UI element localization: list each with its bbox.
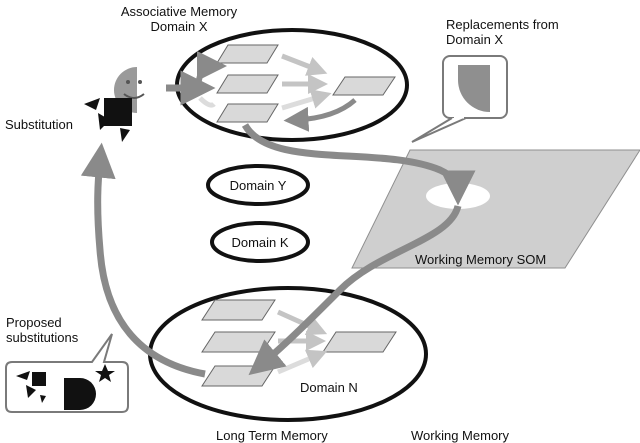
proposed-shape-fragment-icon [16, 371, 46, 403]
long-term-memory-label: Long Term Memory [216, 428, 328, 443]
domain-n-sheet-2 [201, 331, 276, 353]
faint-entry-arrow [198, 96, 216, 108]
domain-x-arrow-4 [283, 98, 357, 132]
domain-n-sheet-4 [201, 365, 276, 387]
domain-x-sheet-2 [216, 74, 279, 94]
proposed-line1: Proposed [6, 315, 62, 330]
domain-k-label: Domain K [231, 235, 289, 250]
replacements-title: Replacements from Domain X [446, 17, 559, 47]
replacements-line1: Replacements from [446, 17, 559, 32]
som-to-domain-n-arrow [248, 204, 462, 376]
curved-entry-arrow [195, 51, 227, 87]
domain-x-sheet-3 [332, 76, 396, 96]
domain-y-ellipse [206, 164, 310, 206]
proposed-substitutions-callout [5, 333, 129, 413]
associative-memory-line1: Associative Memory [120, 4, 238, 19]
domain-x-arrow-1 [281, 53, 328, 76]
working-memory-label: Working Memory [411, 428, 510, 443]
proposed-d-shape-icon [64, 378, 96, 410]
replacement-shape-icon [458, 65, 490, 112]
domain-n-arrow-1 [276, 309, 328, 336]
proposed-line2: substitutions [6, 330, 79, 345]
domain-k-ellipse [210, 221, 310, 263]
domain-n-ellipse [148, 286, 428, 422]
associative-memory-title: Associative Memory Domain X [110, 4, 248, 34]
domain-x-to-som-arrow [241, 123, 476, 206]
substitution-label: Substitution [5, 117, 73, 132]
domain-x-sheet-4 [216, 103, 279, 123]
domain-n-sheet-1 [201, 299, 276, 321]
domain-n-sheet-3 [322, 331, 397, 353]
domain-n-to-substitution-arrow [80, 142, 206, 378]
domain-y-label: Domain Y [229, 178, 287, 193]
working-memory-som-label: Working Memory SOM [415, 252, 547, 267]
domain-x-arrow-3 [281, 89, 332, 111]
associative-memory-line2: Domain X [150, 19, 208, 34]
substitution-shape-icon [84, 98, 132, 142]
replacements-line2: Domain X [446, 32, 504, 47]
domain-n-arrow-3 [277, 349, 328, 375]
proposed-substitutions-title: Proposed substitutions [6, 315, 78, 345]
domain-n-label: Domain N [300, 380, 358, 395]
star-icon [95, 364, 115, 382]
domain-x-sheet-1 [216, 44, 279, 64]
